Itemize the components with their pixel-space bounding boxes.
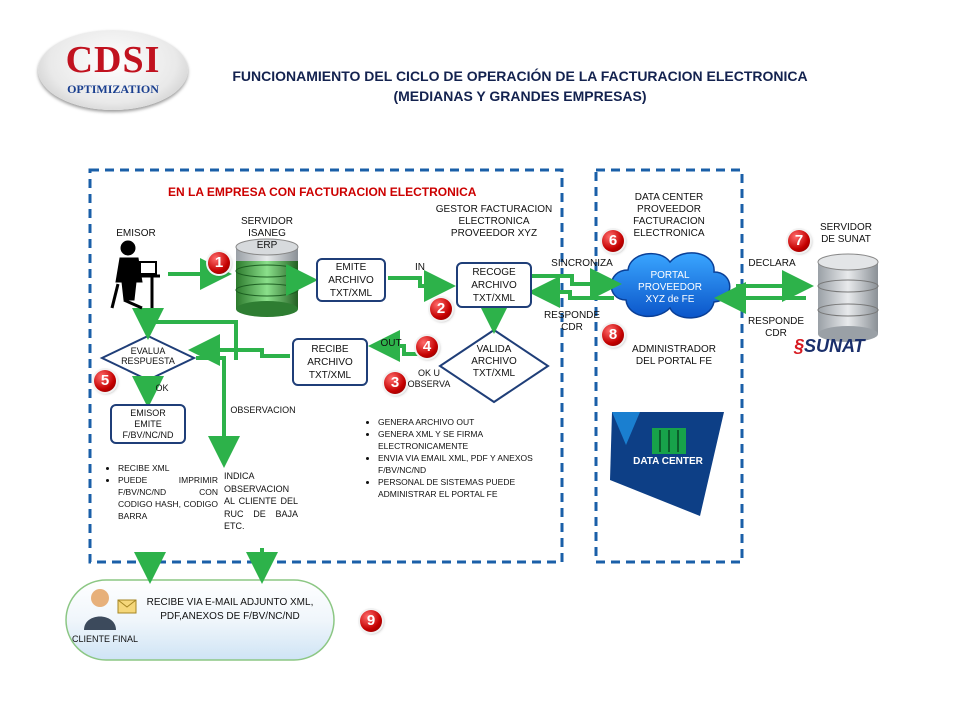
page-title-line2: (MEDIANAS Y GRANDES EMPRESAS)	[393, 88, 647, 104]
emisor-person-icon	[110, 240, 160, 310]
sunat-logo: §SUNAT	[794, 336, 865, 356]
client-avatar-icon	[84, 589, 137, 630]
step-badge-5: 5	[94, 370, 116, 392]
data-center-banner	[610, 412, 724, 516]
emite-archivo-box: EMITE ARCHIVO TXT/XML	[316, 258, 386, 302]
arrow-responde-cdr-1	[528, 276, 614, 308]
step-badge-2: 2	[430, 298, 452, 320]
bullets-left: RECIBE XML PUEDE IMPRIMIR F/BV/NC/ND CON…	[106, 462, 218, 522]
logo-tagline: OPTIMIZATION	[67, 82, 159, 96]
edge-label-ok: OK	[155, 383, 169, 393]
recibe-archivo-box: RECIBE ARCHIVO TXT/XML	[292, 338, 368, 386]
bullet-center-item: GENERA XML Y SE FIRMA ELECTRONICAMENTE	[378, 428, 548, 452]
edge-label-sincroniza: SINCRONIZA	[551, 258, 613, 269]
evalua-respuesta-label: EVALUA RESPUESTA	[121, 346, 175, 366]
edge-label-in: IN	[415, 262, 425, 273]
portal-label: PORTAL PROVEEDOR XYZ de FE	[638, 270, 702, 305]
bullet-center-item: PERSONAL DE SISTEMAS PUEDE ADMINISTRAR E…	[378, 476, 548, 500]
arrow-in	[388, 270, 456, 302]
indica-observacion-text: INDICA OBSERVACION AL CLIENTE DEL RUC DE…	[224, 471, 298, 531]
cliente-recibe-text: RECIBE VIA E-MAIL ADJUNTO XML, PDF,ANEXO…	[146, 597, 314, 622]
arrow-recibe-evalua	[188, 334, 290, 366]
portal-cloud-icon	[610, 252, 731, 319]
company-region	[88, 168, 564, 564]
bullet-center-item: GENERA ARCHIVO OUT	[378, 416, 548, 428]
administrador-label: ADMINISTRADOR DEL PORTAL FE	[632, 344, 716, 367]
emisor-emite-box: EMISOR EMITE F/BV/NC/ND	[110, 404, 186, 444]
arrow-sincroniza	[532, 268, 622, 300]
step-badge-9: 9	[360, 610, 382, 632]
arrow-loop-evalua	[132, 308, 238, 360]
valida-archivo-label: VALIDA ARCHIVO TXT/XML	[471, 344, 517, 379]
sunat-database-icon	[817, 253, 879, 342]
bullets-center: GENERA ARCHIVO OUT GENERA XML Y SE FIRMA…	[366, 416, 548, 500]
data-center-label: DATA CENTER PROVEEDOR FACTURACION ELECTR…	[633, 192, 705, 239]
bullet-center-item: ENVIA VIA EMAIL XML, PDF Y ANEXOS F/BV/N…	[378, 452, 548, 476]
step-badge-7: 7	[788, 230, 810, 252]
cdsi-logo: CDSI OPTIMIZATION	[38, 30, 188, 110]
edge-label-declara: DECLARA	[748, 258, 796, 269]
edge-label-observacion: OBSERVACION	[230, 405, 296, 415]
data-center-logo-text: DATA CENTER	[633, 456, 703, 467]
bullet-left-item: RECIBE XML	[118, 462, 218, 474]
logo-brand: CDSI	[65, 39, 161, 81]
bullet-left-item: PUEDE IMPRIMIR F/BV/NC/ND CON CODIGO HAS…	[118, 474, 218, 522]
step-badge-3: 3	[384, 372, 406, 394]
edge-label-out: OUT	[380, 338, 402, 349]
cliente-final-label: CLIENTE FINAL	[72, 634, 139, 644]
step-badge-8: 8	[602, 324, 624, 346]
company-region-heading: EN LA EMPRESA CON FACTURACION ELECTRONIC…	[168, 185, 477, 199]
servidor-label: SERVIDOR ISANEG ERP	[240, 216, 294, 251]
step-badge-1: 1	[208, 252, 230, 274]
valida-diamond	[438, 328, 550, 404]
edge-label-responde-cdr-2: RESPONDE CDR	[747, 316, 805, 339]
servidor-sunat-label: SERVIDOR DE SUNAT	[819, 222, 873, 245]
page-title-line1: FUNCIONAMIENTO DEL CICLO DE OPERACIÓN DE…	[232, 68, 808, 84]
recoge-archivo-box: RECOGE ARCHIVO TXT/XML	[456, 262, 532, 308]
edge-label-responde-cdr-1: RESPONDE CDR	[543, 310, 601, 333]
gestor-label: GESTOR FACTURACION ELECTRONICA PROVEEDOR…	[435, 204, 553, 239]
emisor-label: EMISOR	[116, 228, 156, 239]
step-badge-6: 6	[602, 230, 624, 252]
edge-label-ok-u-observa: OK U OBSERVA	[407, 368, 451, 389]
step-badge-4: 4	[416, 336, 438, 358]
arrow-observacion	[196, 356, 240, 468]
sunat-logo-text: SUNAT	[804, 336, 865, 356]
